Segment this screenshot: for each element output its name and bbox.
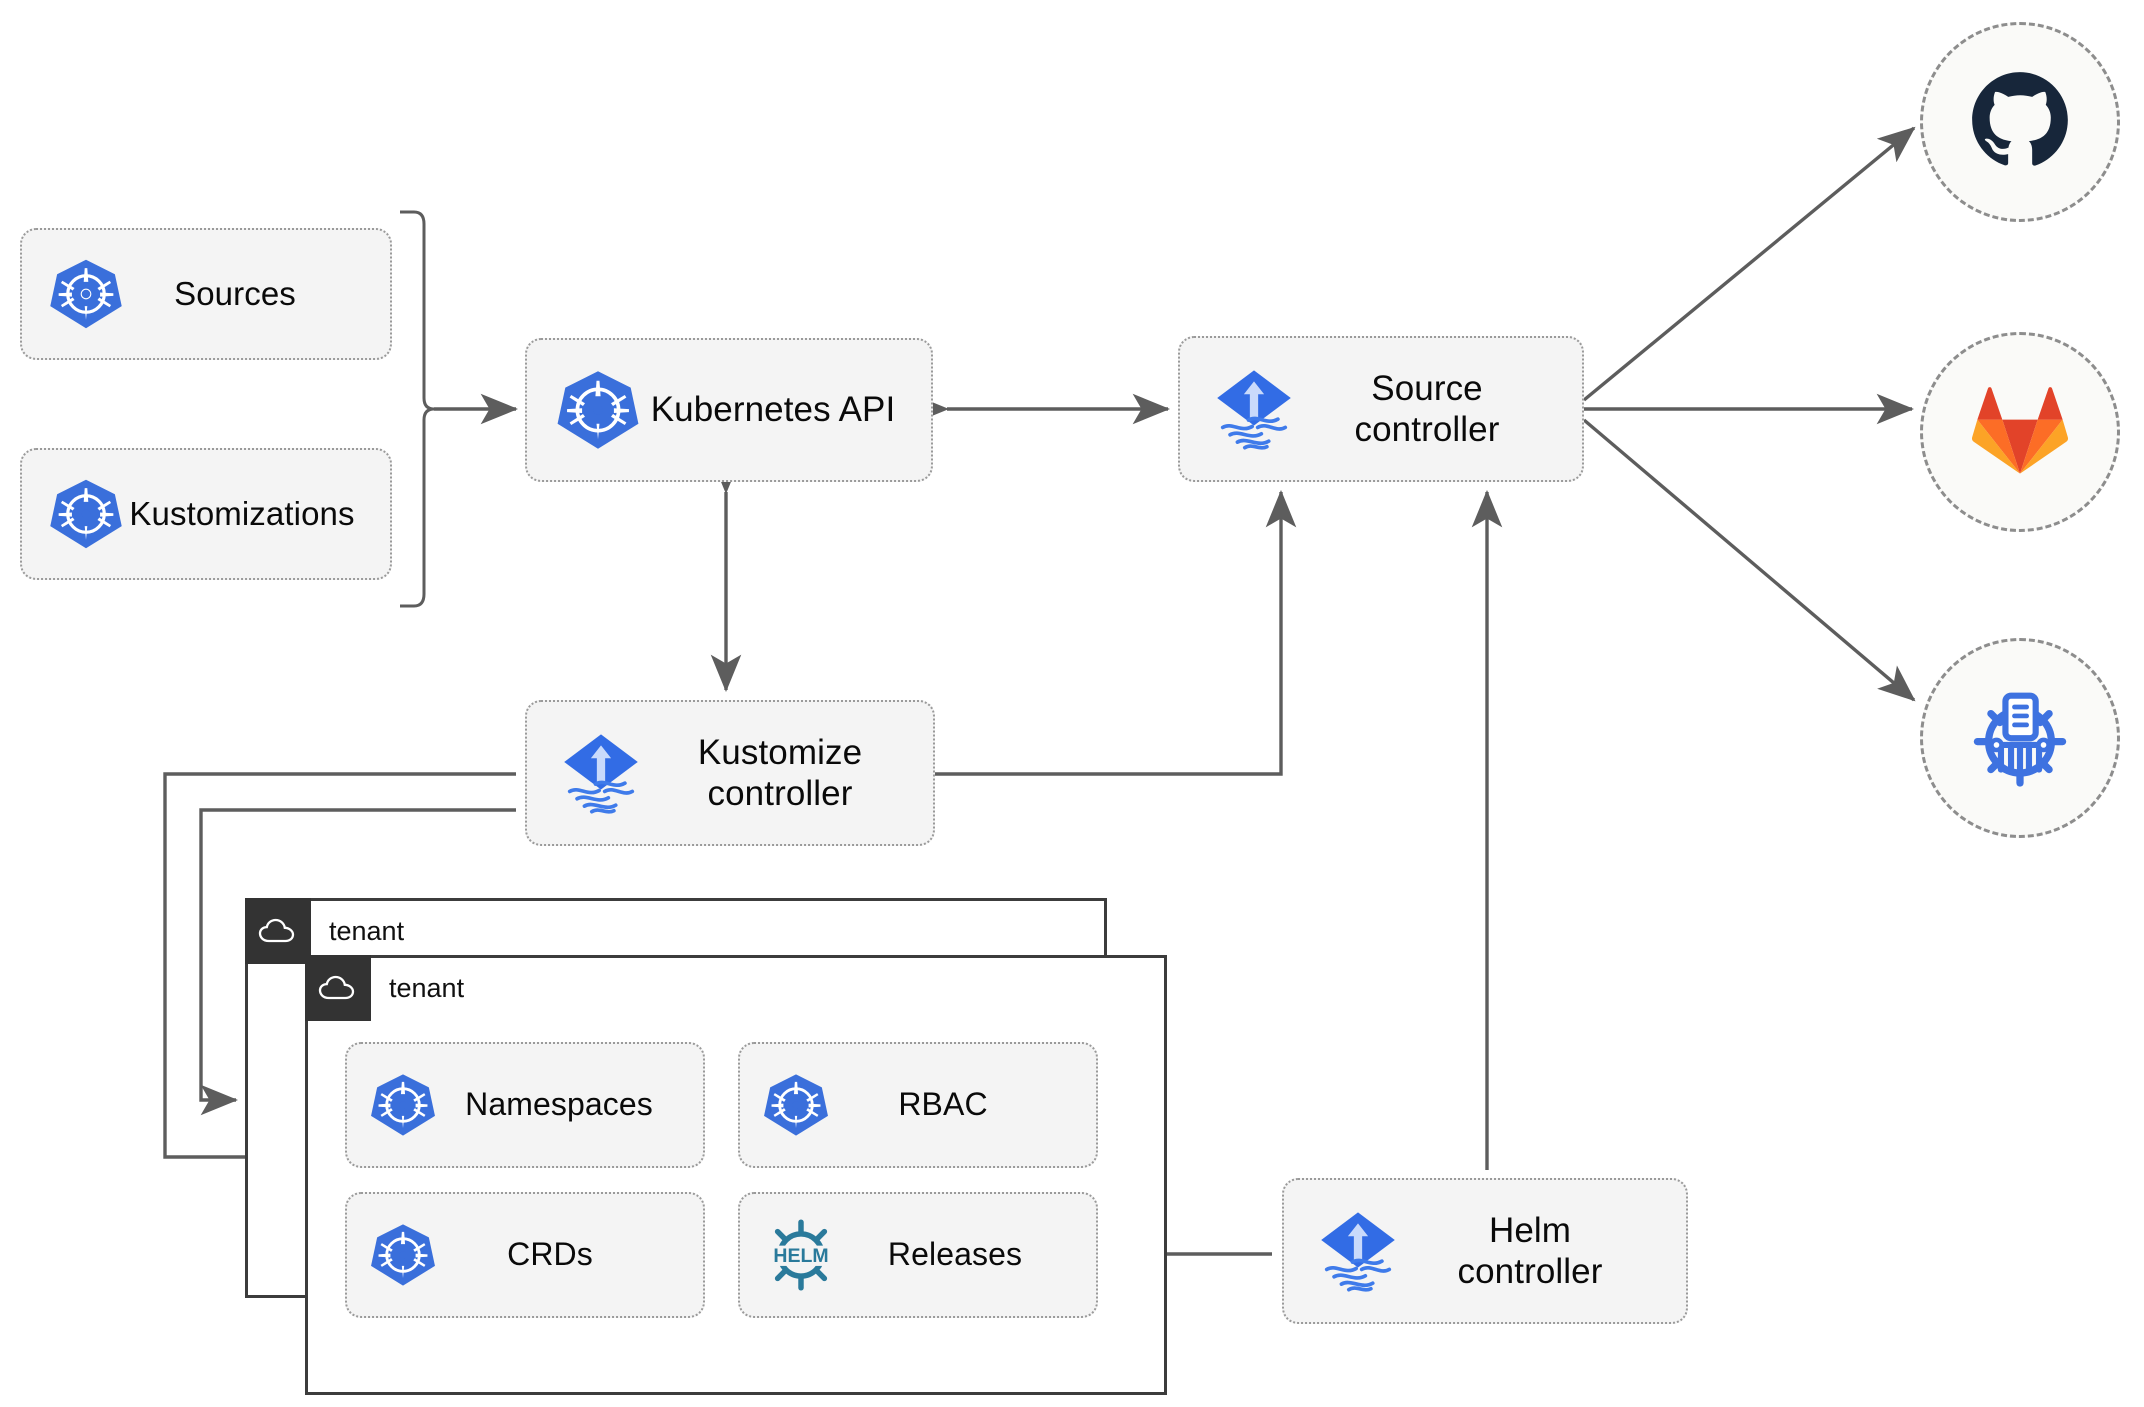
registry-icon [1964,680,2076,797]
gitlab-icon [1968,378,2072,487]
helm-icon: HELM [762,1216,840,1294]
wire-source-to-github [1582,126,1916,402]
node-label: CRDs [507,1236,593,1273]
node-kubernetes-api[interactable]: Kubernetes API [525,338,933,482]
node-label: Kustomize controller [697,732,863,813]
github-icon [1968,68,2072,177]
kubernetes-icon [369,1221,437,1289]
wire-source-to-registry [1582,418,1916,702]
node-releases[interactable]: HELM Releases [738,1192,1098,1318]
node-label: Source controller [1354,368,1500,449]
tenant-inner-label: tenant [389,972,465,1003]
node-kustomizations[interactable]: Kustomizations [20,448,392,580]
tenant-inner-titlebar: tenant [305,955,478,1021]
cloud-icon [245,898,311,964]
node-label: Kustomizations [129,494,355,532]
kubernetes-icon [762,1071,830,1139]
node-label: Namespaces [465,1086,653,1123]
provider-github[interactable] [1920,22,2120,222]
kubernetes-icon [48,476,124,552]
kubernetes-icon [369,1071,437,1139]
node-label: Sources [174,274,296,312]
flux-icon [555,727,647,819]
tenant-inner-frame: tenant [305,955,1167,1395]
node-source-controller[interactable]: Source controller [1178,336,1584,482]
node-rbac[interactable]: RBAC [738,1042,1098,1168]
node-crds[interactable]: CRDs [345,1192,705,1318]
wire-sources-bracket [400,210,435,608]
kubernetes-icon [555,367,641,453]
svg-text:HELM: HELM [773,1245,828,1267]
node-label: RBAC [898,1086,988,1123]
wire-kustomize-to-source [935,489,1297,776]
kubernetes-icon [48,256,124,332]
flux-icon [1312,1205,1404,1297]
node-helm-controller[interactable]: Helm controller [1282,1178,1688,1324]
node-label: Kubernetes API [650,390,896,430]
node-kustomize-controller[interactable]: Kustomize controller [525,700,935,846]
provider-registry[interactable] [1920,638,2120,838]
node-label: Helm controller [1457,1210,1603,1291]
cloud-icon [305,955,371,1021]
node-sources[interactable]: Sources [20,228,392,360]
node-label: Releases [887,1236,1023,1273]
flux-icon [1208,363,1300,455]
provider-gitlab[interactable] [1920,332,2120,532]
node-namespaces[interactable]: Namespaces [345,1042,705,1168]
